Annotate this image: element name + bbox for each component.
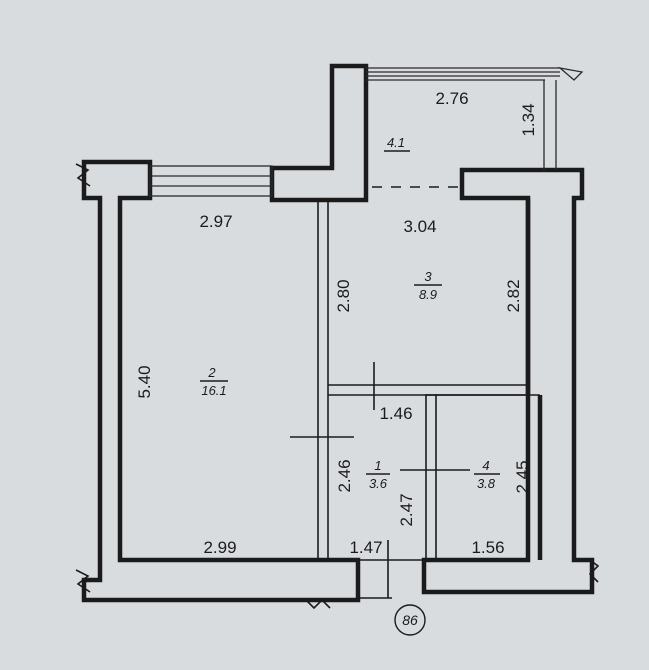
partitions [290,199,543,599]
partition-hall-bath [425,394,437,561]
partition-room2-room3 [317,199,329,561]
room-labels: 4.1 3 8.9 2 16.1 1 3.6 4 3.8 [200,135,500,491]
dim-room2-top: 2.97 [199,212,232,231]
room-number-1: 1 [374,458,381,473]
axis-marker-label: 86 [402,612,418,628]
right-wall [421,167,595,595]
room-number-3: 3 [424,269,432,284]
dim-hall-left: 2.46 [335,459,354,492]
room-area-2: 16.1 [201,383,226,398]
dim-hall-top: 1.46 [379,404,412,423]
dim-room2-bottom: 2.99 [203,538,236,557]
room-area-3: 8.9 [419,287,437,302]
dim-balcony-width: 2.76 [435,89,468,108]
dim-room2-left: 5.40 [135,365,154,398]
dim-hall-right: 2.47 [397,493,416,526]
dim-room3-left: 2.80 [334,279,353,312]
windows [75,66,600,610]
dim-hall-bottom: 1.47 [349,538,382,557]
dim-room3-top: 3.04 [403,217,436,236]
dim-bath-right: 2.45 [513,460,532,493]
middle-wall-block [269,63,369,203]
dim-bath-bottom: 1.56 [471,538,504,557]
dim-room3-right: 2.82 [504,279,523,312]
room-area-4: 3.8 [477,476,496,491]
room-number-balcony: 4.1 [387,135,405,150]
outer-walls [81,63,595,603]
window-room2 [149,165,273,197]
room-area-1: 3.6 [369,476,388,491]
dimension-labels: 2.76 1.34 2.97 3.04 2.80 2.82 5.40 1.46 … [135,89,538,557]
axis-marker: 86 [394,604,426,636]
dim-balcony-depth: 1.34 [519,103,538,136]
room-number-2: 2 [207,365,216,380]
left-wall [81,159,361,603]
room-number-4: 4 [482,458,489,473]
